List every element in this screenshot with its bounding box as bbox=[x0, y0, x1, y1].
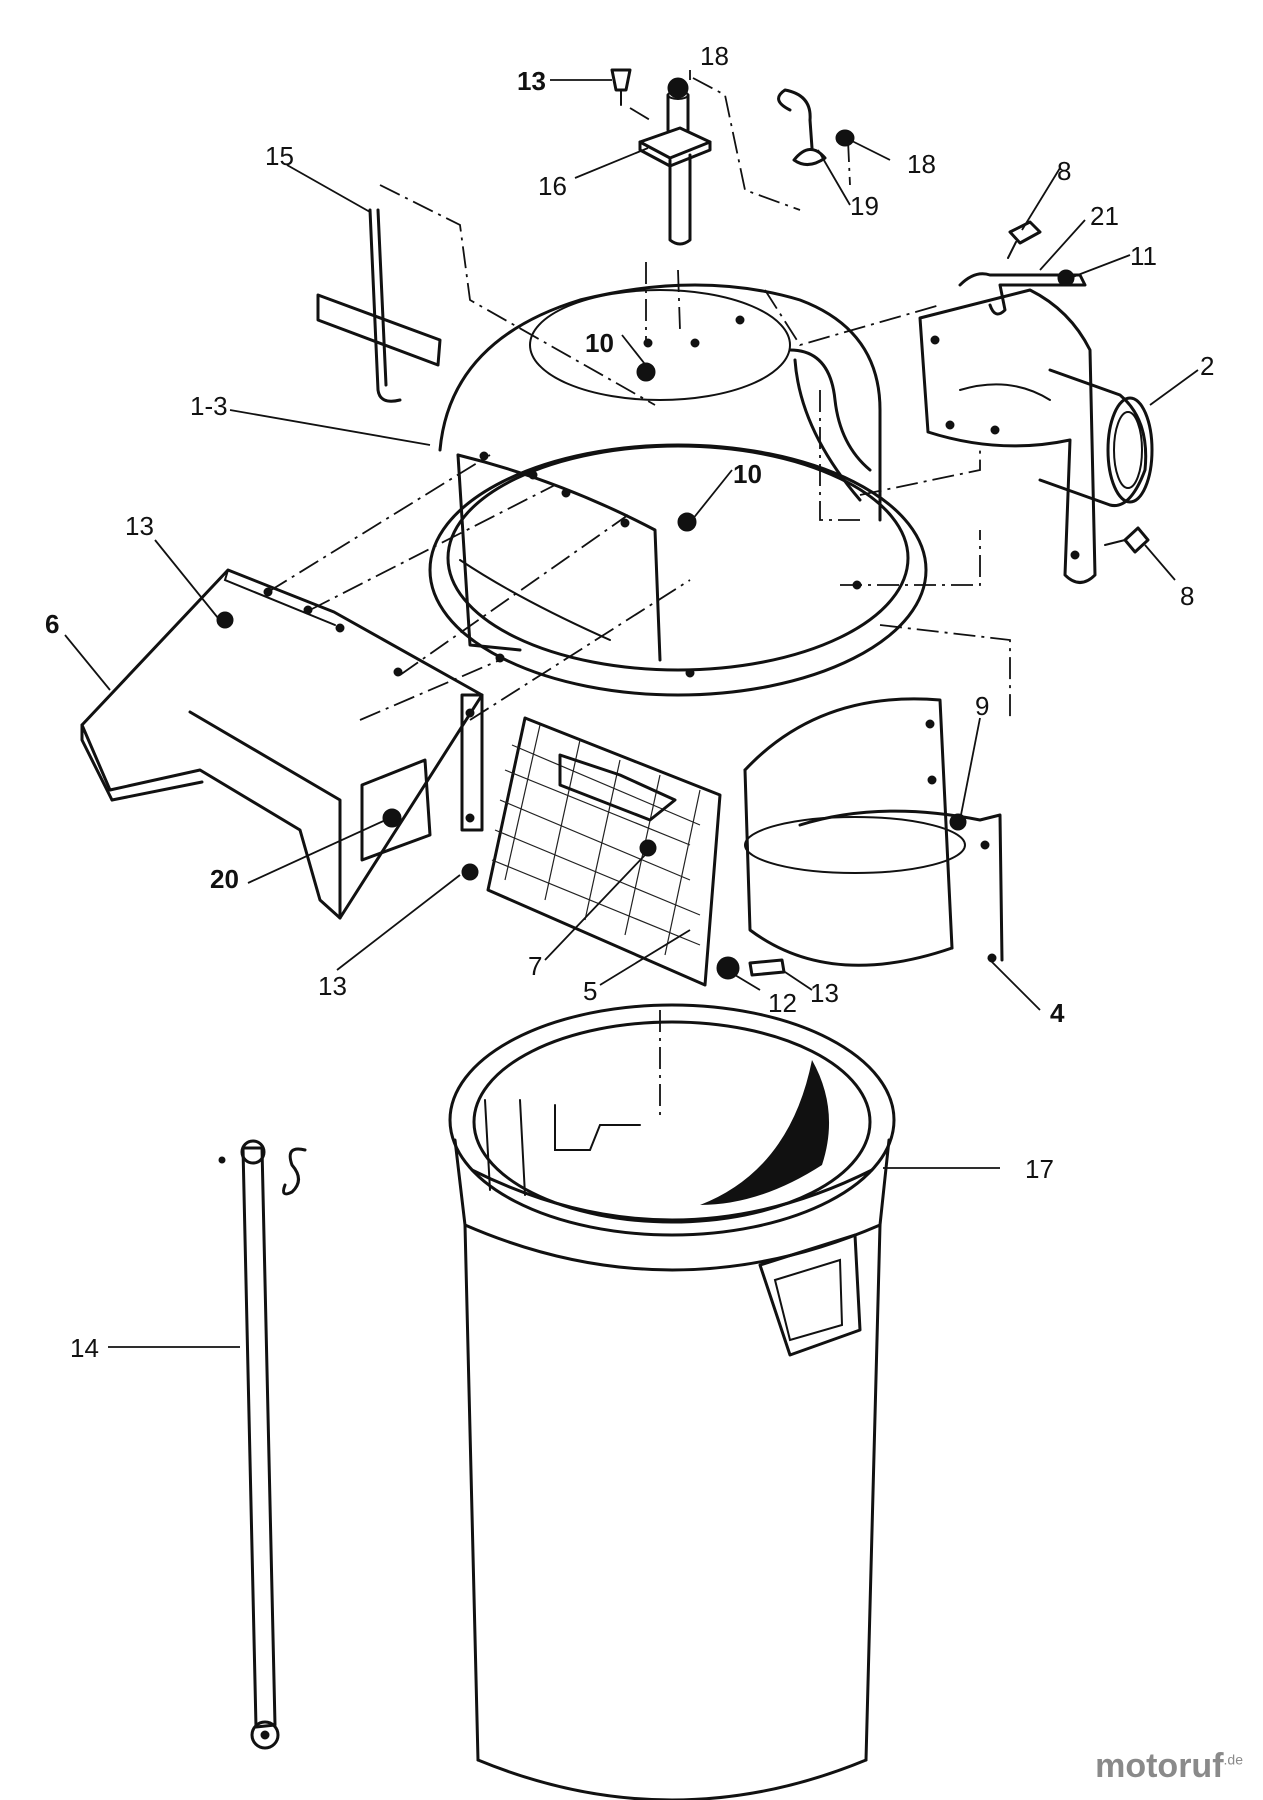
callout-13-top: 13 bbox=[517, 66, 546, 96]
handle-rod bbox=[316, 208, 442, 403]
top-shaft-assembly bbox=[610, 68, 855, 246]
support-rod bbox=[218, 1139, 307, 1750]
callout-13-right: 13 bbox=[810, 978, 839, 1008]
callout-4: 4 bbox=[1050, 998, 1065, 1028]
callout-15: 15 bbox=[265, 141, 294, 171]
liner-band bbox=[743, 697, 1004, 967]
callout-18-top: 18 bbox=[700, 41, 729, 71]
collection-bin bbox=[448, 1003, 896, 1800]
callout-13-bottom: 13 bbox=[318, 971, 347, 1001]
callout-6: 6 bbox=[45, 609, 59, 639]
callout-12: 12 bbox=[768, 988, 797, 1018]
leader-lines bbox=[64, 70, 1199, 1348]
callout-19: 19 bbox=[850, 191, 879, 221]
callout-9: 9 bbox=[975, 691, 989, 721]
screen-mesh bbox=[486, 716, 786, 987]
watermark-brand: motoruf bbox=[1095, 1747, 1224, 1785]
callout-10-mid: 10 bbox=[733, 459, 762, 489]
callout-2: 2 bbox=[1200, 351, 1214, 381]
assembly-lines bbox=[267, 77, 1011, 1115]
callout-8-bottom: 8 bbox=[1180, 581, 1194, 611]
housing-dome bbox=[428, 283, 928, 697]
discharge-chute bbox=[918, 220, 1154, 584]
callout-11: 11 bbox=[1130, 241, 1157, 271]
callout-16: 16 bbox=[538, 171, 567, 201]
callout-13-left: 13 bbox=[125, 511, 154, 541]
callout-labels: 15 13 18 16 18 19 8 21 11 2 1-3 10 10 8 … bbox=[45, 41, 1214, 1363]
callout-7: 7 bbox=[528, 951, 542, 981]
callout-5: 5 bbox=[583, 976, 597, 1006]
callout-8-top: 8 bbox=[1057, 156, 1071, 186]
callout-18-right: 18 bbox=[907, 149, 936, 179]
callout-10-top: 10 bbox=[585, 328, 614, 358]
callout-17: 17 bbox=[1025, 1154, 1054, 1184]
watermark-tld: .de bbox=[1223, 1751, 1243, 1768]
callout-14: 14 bbox=[70, 1333, 99, 1363]
deflector-flap bbox=[80, 568, 484, 920]
watermark-logo: motoruf.de bbox=[1095, 1747, 1243, 1786]
callout-21: 21 bbox=[1090, 201, 1119, 231]
callout-20: 20 bbox=[210, 864, 239, 894]
callout-1-3: 1-3 bbox=[190, 391, 228, 421]
